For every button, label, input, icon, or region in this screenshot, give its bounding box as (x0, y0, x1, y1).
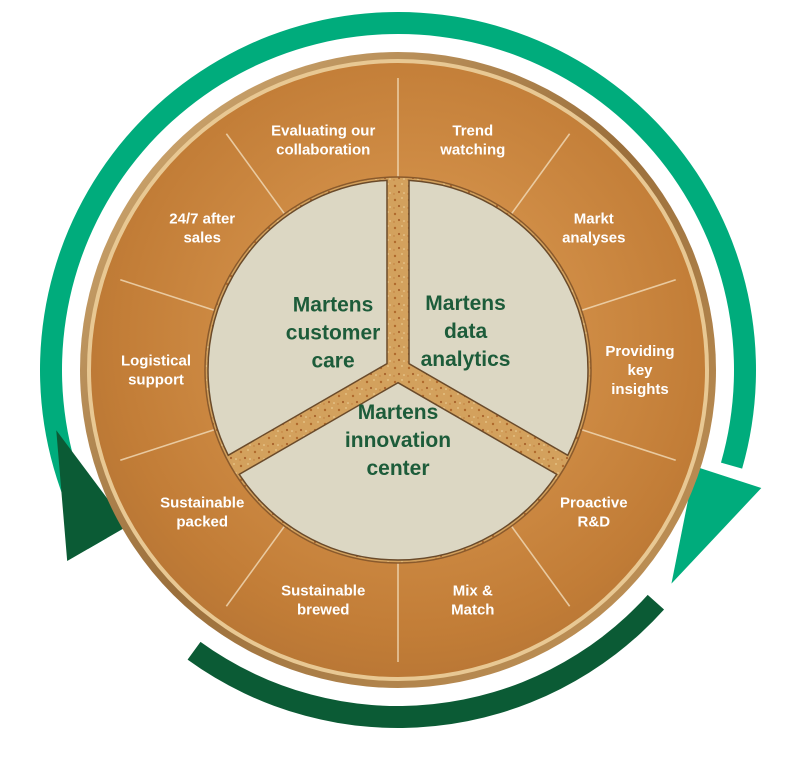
arrow-dark-band (187, 594, 665, 728)
segment-divider (120, 279, 218, 313)
center-label-line: Martens (293, 294, 374, 317)
center-sector-innovation-center (238, 381, 558, 561)
segment-divider (578, 279, 676, 313)
center-label-line: center (366, 457, 429, 480)
center-label-line: care (311, 350, 354, 373)
center-label-line: innovation (345, 429, 451, 452)
center-label-line: Martens (358, 401, 439, 424)
segment-label-line: support (128, 372, 184, 389)
segment-divider (225, 133, 287, 217)
segment-dividers (120, 78, 676, 662)
segment-label-line: Providing (605, 343, 674, 360)
segment-label-evaluating: Evaluating our collaboration (271, 122, 375, 158)
segment-label-line: analyses (562, 229, 625, 246)
segment-divider (225, 523, 287, 607)
center-sector-data-analytics (408, 179, 589, 457)
arrow-light-head (671, 466, 762, 584)
segment-label-line: R&D (578, 514, 611, 531)
segment-label-line: collaboration (276, 141, 370, 158)
segment-label-packed: Sustainable packed (160, 495, 244, 531)
segment-label-line: Evaluating our (271, 122, 375, 139)
segment-label-line: Proactive (560, 495, 628, 512)
segment-divider (509, 133, 571, 217)
segment-label-line: 24/7 after (169, 210, 235, 227)
segment-label-insights: Providing key insights (605, 343, 674, 398)
segment-divider (578, 427, 676, 461)
segment-label-line: key (627, 362, 653, 379)
segment-label-line: packed (176, 514, 228, 531)
segment-label-line: sales (183, 229, 221, 246)
segment-label-trend: Trend watching (439, 122, 505, 158)
segment-label-line: Mix & (453, 583, 493, 600)
center-label-innovation-center: Martens innovation center (345, 401, 451, 480)
center-label-line: Martens (425, 292, 506, 315)
segment-label-line: Logistical (121, 353, 191, 370)
center-label-customer-care: Martens customer care (286, 294, 381, 373)
segment-label-line: watching (439, 141, 505, 158)
center-core (204, 176, 592, 564)
center-outline (204, 176, 592, 564)
segment-divider (509, 523, 571, 607)
segment-label-line: Sustainable (281, 583, 365, 600)
segment-divider (120, 427, 218, 461)
center-label-line: data (444, 320, 488, 343)
segment-label-logistical: Logistical support (121, 353, 191, 389)
segment-label-line: Sustainable (160, 495, 244, 512)
segment-label-line: Match (451, 602, 494, 619)
center-label-line: analytics (421, 348, 511, 371)
center-label-data-analytics: Martens data analytics (421, 292, 511, 371)
segment-label-brewed: Sustainable brewed (281, 583, 365, 619)
center-sector-customer-care (207, 179, 388, 457)
segment-label-line: insights (611, 381, 669, 398)
segment-label-line: brewed (297, 602, 350, 619)
arrow-dark-head (56, 430, 128, 561)
segment-label-line: Markt (574, 210, 614, 227)
center-label-line: customer (286, 322, 381, 345)
segment-label-markt: Markt analyses (562, 210, 625, 246)
segment-label-mix: Mix & Match (451, 583, 494, 619)
cycle-arrows (39, 11, 762, 728)
segment-label-aftersales: 24/7 after sales (169, 210, 235, 246)
segment-label-line: Trend (452, 122, 493, 139)
